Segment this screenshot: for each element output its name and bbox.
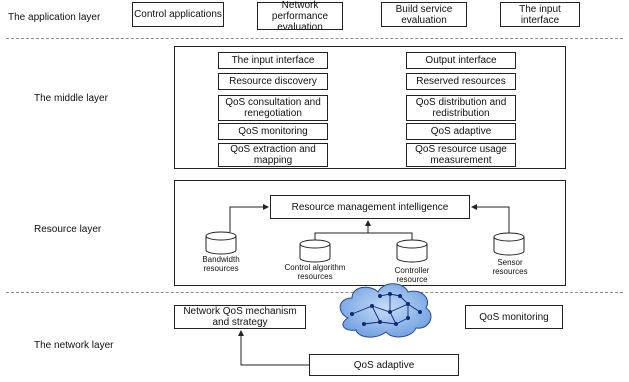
- resource-label-controller: Controller resource: [394, 266, 430, 284]
- network-layer-label: The network layer: [34, 340, 114, 351]
- app-box-control-applications: Control applications: [132, 2, 224, 27]
- adaptive-to-mechanism-arrow: [238, 330, 309, 366]
- bandwidth-cylinder-icon: [205, 231, 237, 255]
- app-box-build-service: Build service evaluation: [381, 2, 467, 27]
- middle-box-qos-distribution: QoS distribution and redistribution: [406, 95, 516, 121]
- sensor-cylinder-icon: [493, 232, 525, 256]
- middle-layer-label: The middle layer: [34, 93, 108, 104]
- application-layer-label: The application layer: [8, 12, 101, 23]
- network-qos-adaptive-box: QoS adaptive: [309, 354, 459, 376]
- separator-application-middle: [6, 38, 623, 39]
- middle-box-resource-discovery: Resource discovery: [218, 73, 328, 90]
- middle-layer-frame: [174, 46, 566, 169]
- middle-box-qos-adaptive: QoS adaptive: [406, 123, 516, 140]
- resource-label-control-algorithm: Control algorithm resources: [284, 263, 346, 281]
- middle-box-qos-extraction: QoS extraction and mapping: [218, 143, 328, 167]
- network-cloud-icon: [339, 283, 432, 338]
- network-qos-monitoring-box: QoS monitoring: [465, 305, 563, 329]
- resource-connectors: [229, 204, 510, 240]
- app-box-network-performance: Network performance evaluation: [257, 0, 343, 33]
- separator-resource-network: [6, 292, 623, 293]
- control-algorithm-cylinder-icon: [299, 239, 331, 263]
- middle-box-reserved-resources: Reserved resources: [406, 73, 516, 90]
- middle-box-qos-usage-measurement: QoS resource usage measurement: [406, 143, 516, 167]
- middle-box-output-interface: Output interface: [406, 52, 516, 69]
- middle-box-qos-consultation: QoS consultation and renegotiation: [218, 95, 328, 121]
- resource-management-box: Resource management intelligence: [270, 195, 470, 219]
- controller-cylinder-icon: [396, 239, 428, 263]
- resource-layer-label: Resource layer: [34, 224, 102, 235]
- middle-box-input-interface: The input interface: [218, 52, 328, 69]
- middle-box-qos-monitoring: QoS monitoring: [218, 123, 328, 140]
- network-qos-mechanism-box: Network QoS mechanism and strategy: [174, 305, 306, 329]
- resource-layer-frame: [174, 180, 566, 286]
- resource-label-sensor: Sensor resources: [492, 258, 528, 276]
- app-box-input-interface: The input interface: [500, 2, 580, 27]
- resource-label-bandwidth: Bandwidth resources: [202, 255, 240, 273]
